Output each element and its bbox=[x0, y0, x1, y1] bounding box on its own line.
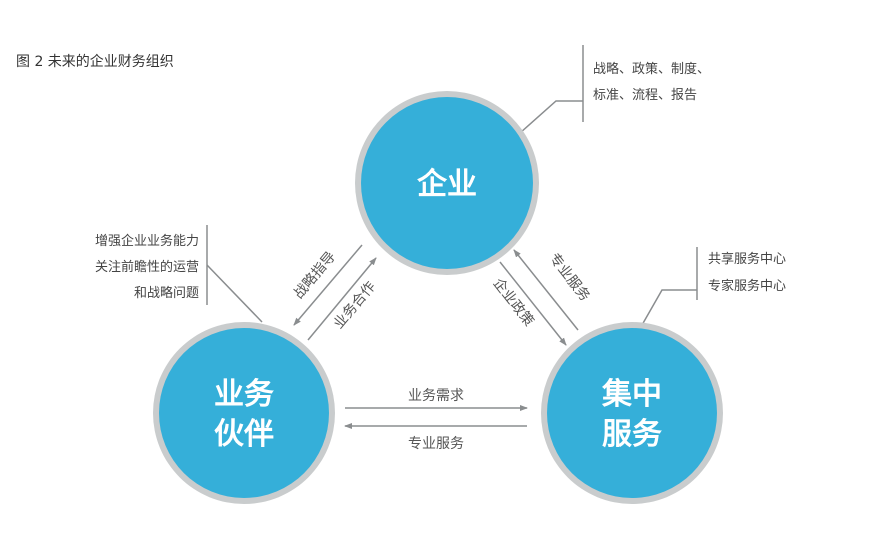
shared-services-label-1: 集中 bbox=[601, 377, 662, 412]
partner-note-1: 增强企业业务能力 bbox=[95, 233, 199, 249]
shared-services-node: 集中 服务 bbox=[541, 322, 723, 504]
partner-note-2: 关注前瞻性的运营 bbox=[95, 259, 199, 275]
enterprise-node: 企业 bbox=[355, 91, 539, 275]
professional-service-top-label: 专业服务 bbox=[546, 251, 593, 305]
business-partner-node: 业务 伙伴 bbox=[153, 322, 335, 504]
business-partner-label-2: 伙伴 bbox=[214, 417, 274, 452]
enterprise-policy-arrow bbox=[499, 261, 567, 346]
business-partner-label-1: 业务 bbox=[214, 377, 274, 412]
professional-service-up-arrow bbox=[513, 249, 579, 331]
enterprise-label: 企业 bbox=[417, 167, 477, 202]
services-leader bbox=[637, 289, 697, 333]
figure-caption: 图 2 未来的企业财务组织 bbox=[16, 53, 174, 70]
arrows bbox=[293, 244, 579, 429]
enterprise-policy-label: 企业政策 bbox=[490, 275, 538, 330]
shared-services-label-2: 服务 bbox=[602, 417, 662, 452]
callout-lines bbox=[206, 45, 698, 333]
professional-service-bottom-label: 专业服务 bbox=[408, 436, 464, 452]
enterprise-note-2: 标准、流程、报告 bbox=[593, 88, 697, 103]
business-cooperation-arrow bbox=[307, 257, 377, 341]
services-note-2: 专家服务中心 bbox=[708, 278, 786, 294]
partner-leader bbox=[206, 264, 263, 323]
enterprise-leader bbox=[519, 100, 583, 134]
partner-note-3: 和战略问题 bbox=[134, 285, 199, 301]
services-note-1: 共享服务中心 bbox=[708, 251, 786, 267]
strategy-guidance-arrow bbox=[293, 244, 363, 326]
business-cooperation-label: 业务合作 bbox=[331, 279, 379, 332]
strategy-guidance-label: 战略指导 bbox=[291, 249, 339, 302]
business-demand-label: 业务需求 bbox=[408, 388, 464, 404]
enterprise-note-1: 战略、政策、制度、 bbox=[593, 61, 710, 77]
